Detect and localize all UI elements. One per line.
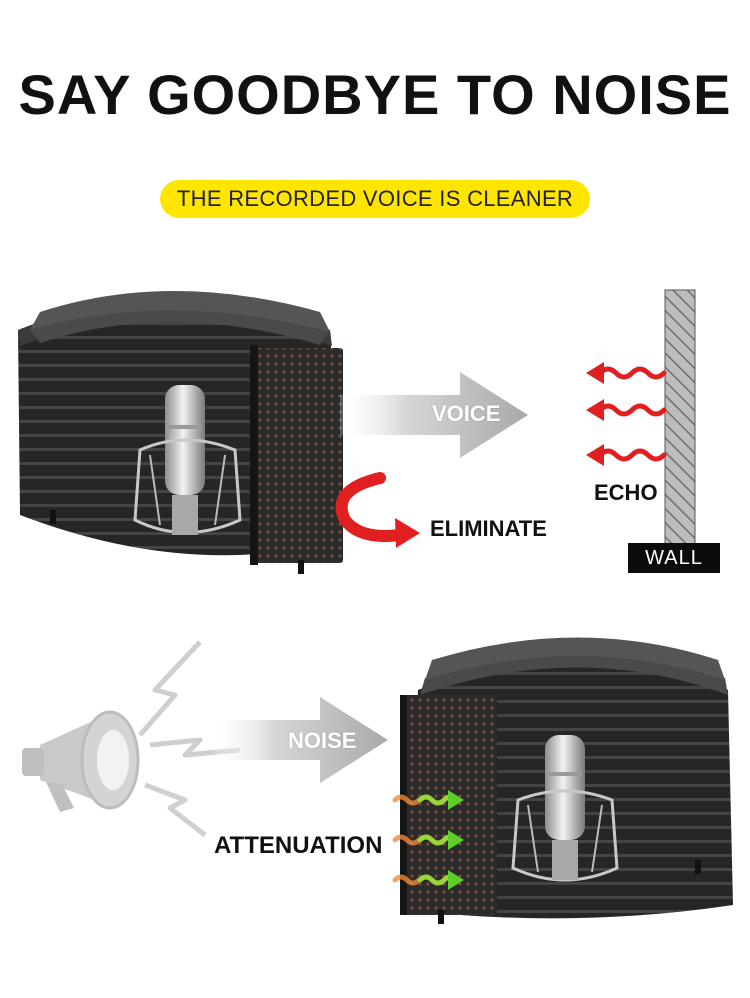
lightning-icon [138,640,241,837]
wave-arrow-icon [597,366,667,462]
noise-arrow [215,697,388,783]
microphone-icon [133,385,242,535]
tagline-badge: THE RECORDED VOICE IS CLEANER [160,180,590,218]
page-title: SAY GOODBYE TO NOISE [18,63,732,126]
eliminate-label: ELIMINATE [430,516,547,541]
noise-arrow-label: NOISE [288,728,357,753]
microphone-icon [511,735,619,882]
wall [664,289,696,546]
voice-arrow [340,372,528,458]
echo-label: ECHO [594,480,658,505]
attenuation-label: ATTENUATION [214,832,383,859]
wall-label: WALL [628,543,720,573]
voice-arrow-label: VOICE [432,401,501,426]
attenuation-arrows [392,790,464,890]
eliminate-arrow-icon [335,472,420,548]
megaphone-icon [22,710,140,812]
